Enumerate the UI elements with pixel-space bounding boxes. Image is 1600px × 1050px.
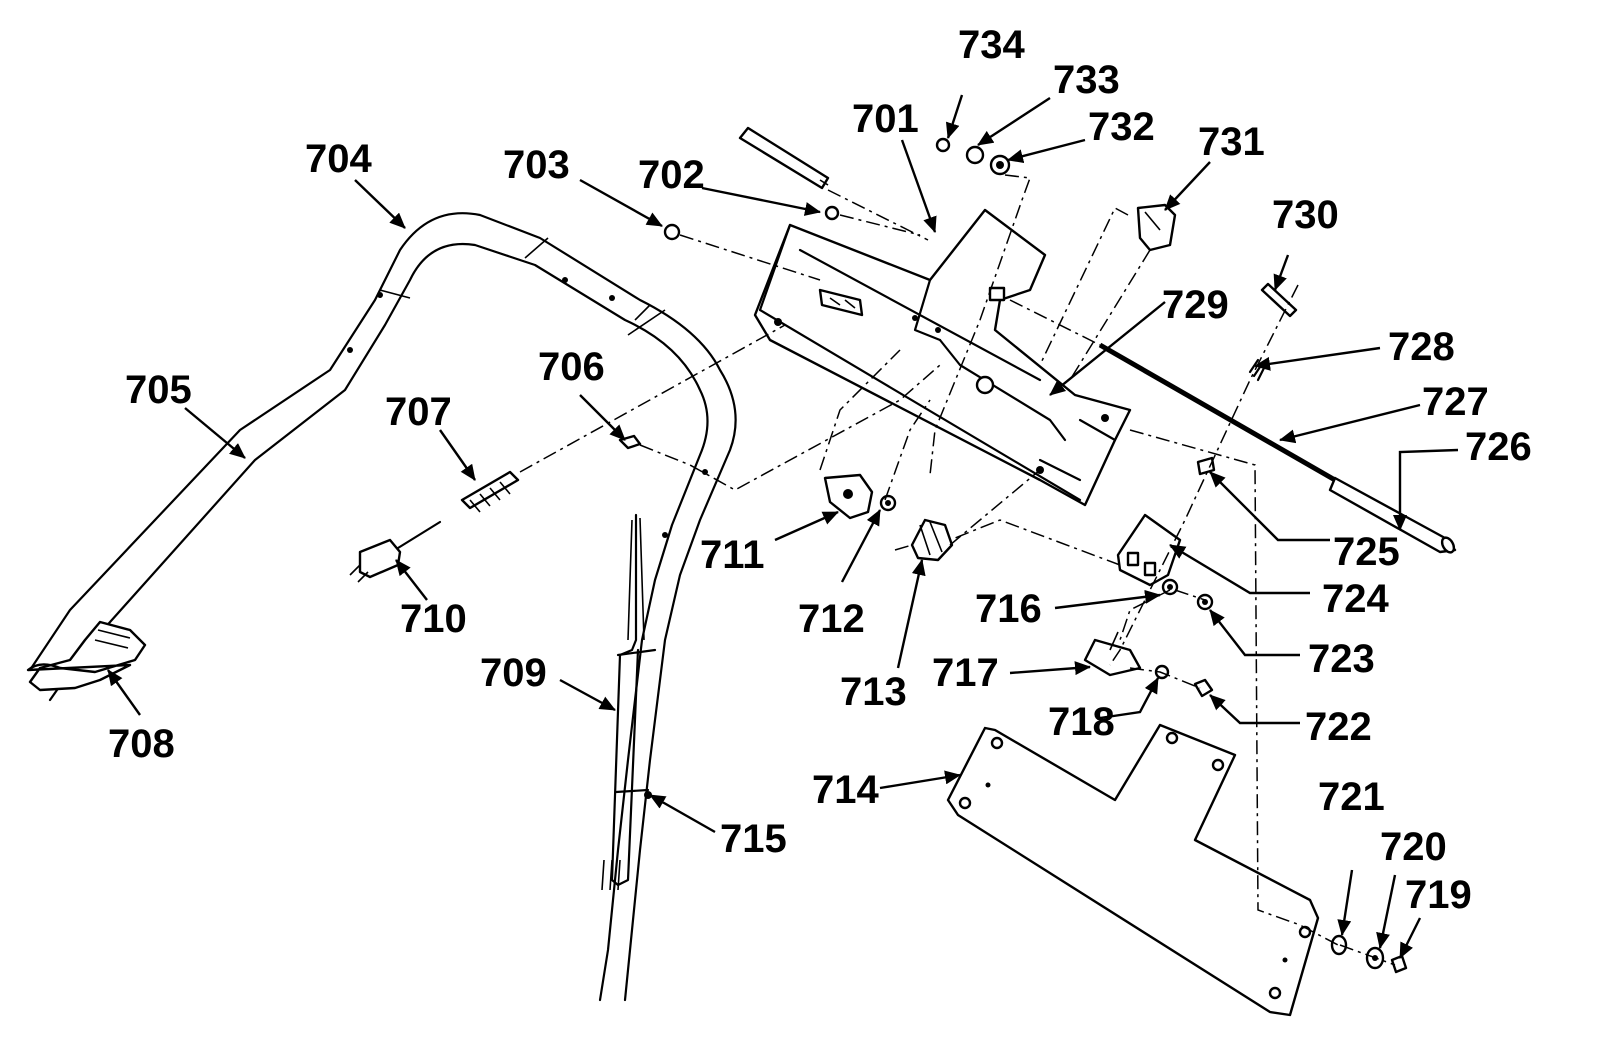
label-702: 702 bbox=[638, 153, 705, 197]
label-731: 731 bbox=[1198, 120, 1265, 164]
label-708: 708 bbox=[108, 722, 175, 766]
label-703: 703 bbox=[503, 143, 570, 187]
label-718: 718 bbox=[1048, 700, 1115, 744]
label-704: 704 bbox=[305, 137, 372, 181]
nut-parts bbox=[1330, 934, 1408, 974]
leader-arrows bbox=[107, 94, 1459, 959]
cable-rod-part bbox=[1098, 342, 1457, 554]
label-723: 723 bbox=[1308, 637, 1375, 681]
label-719: 719 bbox=[1405, 873, 1472, 917]
control-panel-part bbox=[753, 208, 1132, 507]
upper-handle bbox=[28, 212, 737, 1002]
label-709: 709 bbox=[480, 651, 547, 695]
label-714: 714 bbox=[812, 768, 879, 812]
label-715: 715 bbox=[720, 817, 787, 861]
label-701: 701 bbox=[852, 97, 919, 141]
plate-part bbox=[946, 723, 1320, 1017]
label-706: 706 bbox=[538, 345, 605, 389]
label-727: 727 bbox=[1422, 380, 1489, 424]
label-729: 729 bbox=[1162, 283, 1229, 327]
label-728: 728 bbox=[1388, 325, 1455, 369]
bracket-717-part bbox=[1083, 631, 1142, 677]
label-712: 712 bbox=[798, 597, 865, 641]
pin-part bbox=[1260, 282, 1298, 318]
latch-parts bbox=[823, 473, 954, 562]
label-732: 732 bbox=[1088, 105, 1155, 149]
label-730: 730 bbox=[1272, 193, 1339, 237]
label-734: 734 bbox=[958, 23, 1025, 67]
label-707: 707 bbox=[385, 390, 452, 434]
assembly-lines bbox=[519, 174, 1396, 966]
bracket-724-part bbox=[1116, 513, 1182, 587]
label-721: 721 bbox=[1318, 775, 1385, 819]
control-rod-part bbox=[601, 513, 657, 891]
label-710: 710 bbox=[400, 597, 467, 641]
hardware-parts bbox=[663, 137, 1214, 698]
label-722: 722 bbox=[1305, 705, 1372, 749]
switch-part bbox=[1136, 203, 1177, 252]
label-724: 724 bbox=[1322, 577, 1389, 621]
label-720: 720 bbox=[1380, 825, 1447, 869]
grip-part bbox=[738, 126, 830, 190]
label-725: 725 bbox=[1333, 530, 1400, 574]
part-labels: 734 733 732 701 731 702 703 704 730 729 … bbox=[108, 23, 1532, 917]
label-705: 705 bbox=[125, 368, 192, 412]
label-726: 726 bbox=[1465, 425, 1532, 469]
spacer-part bbox=[1196, 456, 1216, 476]
cable-plug-part bbox=[349, 434, 642, 583]
label-716: 716 bbox=[975, 587, 1042, 631]
foot-bracket-part bbox=[26, 620, 147, 692]
label-713: 713 bbox=[840, 670, 907, 714]
label-711: 711 bbox=[700, 533, 765, 577]
label-717: 717 bbox=[932, 651, 999, 695]
label-733: 733 bbox=[1053, 58, 1120, 102]
